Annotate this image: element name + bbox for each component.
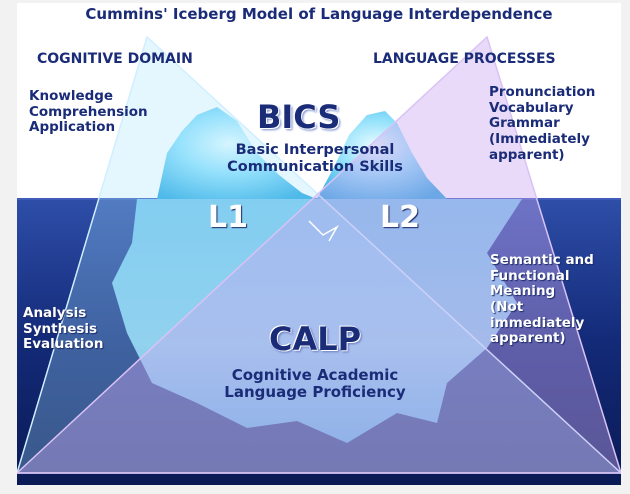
iceberg-artwork — [17, 3, 621, 485]
iceberg-diagram: Cummins' Iceberg Model of Language Inter… — [17, 3, 621, 485]
peak-junction-line — [308, 220, 340, 242]
cognitive-upper-items: Knowledge Comprehension Application — [29, 88, 148, 136]
language-processes-heading: LANGUAGE PROCESSES — [373, 51, 556, 67]
iceberg-submerged — [112, 199, 522, 443]
peak-label-l2: L2 — [380, 200, 420, 235]
iceberg-peak-l2 — [317, 111, 447, 199]
cognitive-lower-items: Analysis Synthesis Evaluation — [23, 305, 104, 353]
language-lower-items: Semantic and Functional Meaning (Not imm… — [490, 252, 594, 347]
sky-area — [17, 3, 621, 199]
bics-acronym: BICS — [257, 98, 341, 136]
cognitive-domain-heading: COGNITIVE DOMAIN — [37, 51, 193, 67]
calp-expansion: Cognitive Academic Language Proficiency — [224, 366, 406, 402]
language-processes-triangle — [17, 35, 621, 474]
calp-acronym: CALP — [269, 320, 362, 358]
bics-expansion: Basic Interpersonal Communication Skills — [227, 142, 403, 175]
diagram-title: Cummins' Iceberg Model of Language Inter… — [85, 5, 553, 23]
language-upper-items: Pronunciation Vocabulary Grammar (Immedi… — [489, 84, 596, 163]
iceberg-peak-l1 — [157, 107, 317, 199]
peak-label-l1: L1 — [208, 200, 248, 235]
